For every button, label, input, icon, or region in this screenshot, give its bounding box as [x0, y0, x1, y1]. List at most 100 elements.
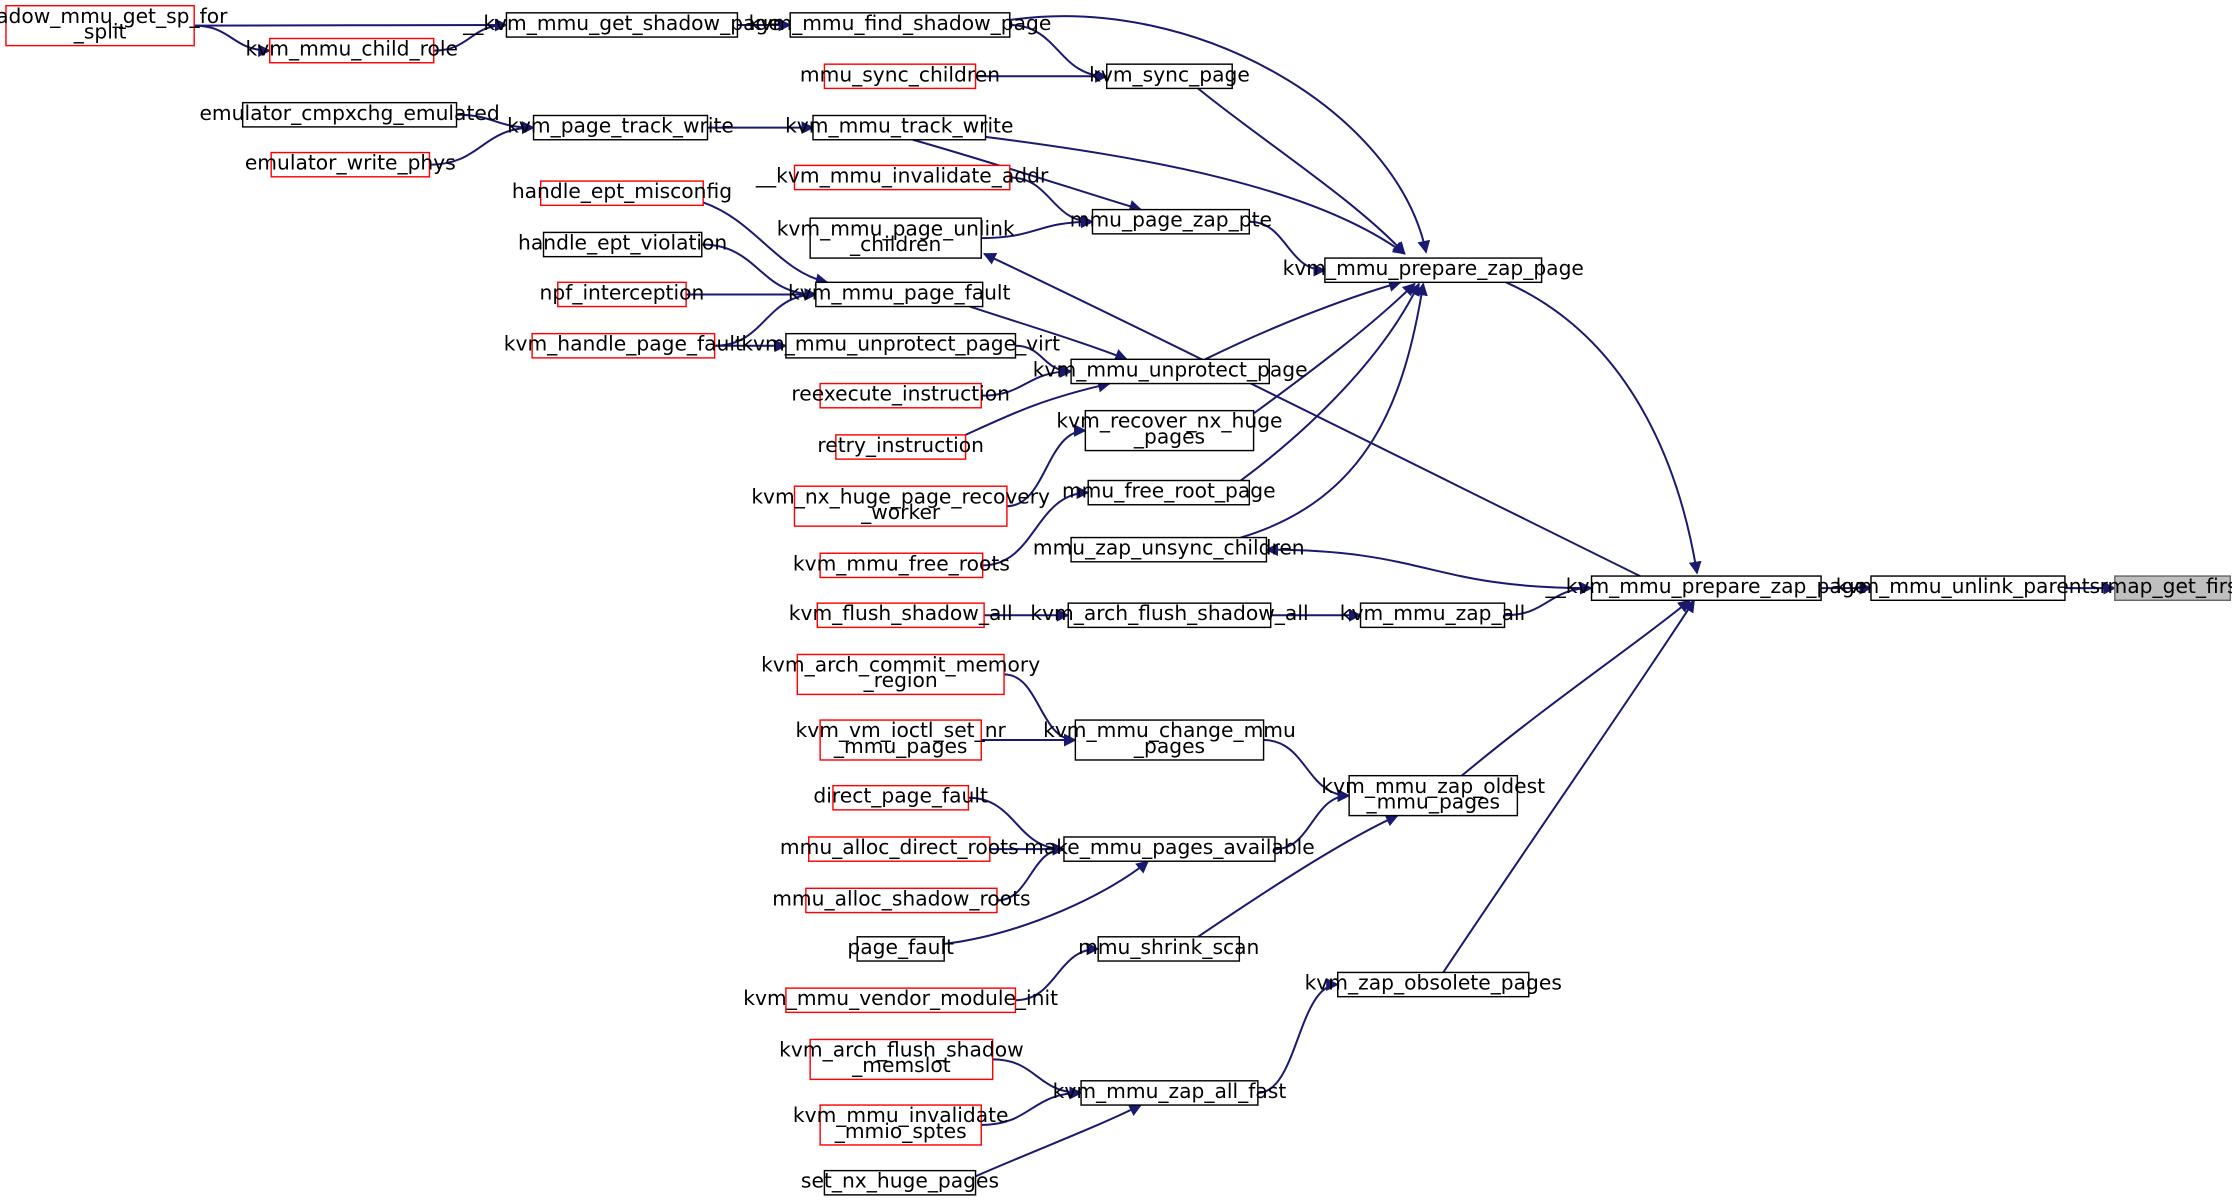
node-box-kvm_nx_huge_page_recovery_worker[interactable]	[793, 485, 1008, 527]
node-box-mmu_alloc_shadow_roots[interactable]	[805, 887, 998, 914]
node-kvm_mmu_child_role[interactable]: kvm_mmu_child_role	[246, 37, 458, 64]
node-make_mmu_pages_available[interactable]: make_mmu_pages_available	[1024, 835, 1315, 862]
node-kvm_mmu_unprotect_page_virt[interactable]: kvm_mmu_unprotect_page_virt	[741, 332, 1060, 359]
node-box-npf_interception[interactable]	[557, 281, 687, 308]
node-kvm_mmu_prepare_zap_page[interactable]: kvm_mmu_prepare_zap_page	[1283, 256, 1584, 284]
node-box-mmu_alloc_direct_roots[interactable]	[808, 836, 991, 862]
node-reexecute_instruction[interactable]: reexecute_instruction	[791, 382, 1010, 409]
node-box-mmu_page_zap_pte[interactable]	[1091, 208, 1251, 235]
node-kvm_mmu_vendor_module_init[interactable]: kvm_mmu_vendor_module_init	[743, 986, 1058, 1014]
node-retry_instruction[interactable]: retry_instruction	[817, 433, 984, 460]
node-box-kvm_mmu_page_fault[interactable]	[815, 281, 984, 308]
node-kvm_sync_page[interactable]: kvm_sync_page	[1089, 62, 1250, 90]
node-box-kvm_arch_commit_memory_region[interactable]	[796, 653, 1005, 696]
node-mmu_shrink_scan[interactable]: mmu_shrink_scan	[1078, 935, 1259, 962]
node-kvm_handle_page_fault[interactable]: kvm_handle_page_fault	[504, 332, 743, 359]
node-box-kvm_mmu_change_mmu_pages[interactable]	[1074, 719, 1265, 761]
node-box-mmu_zap_unsync_children[interactable]	[1070, 536, 1268, 563]
node-kvm_mmu_unlink_parents[interactable]: kvm_mmu_unlink_parents	[1836, 574, 2100, 601]
node-box-kvm_zap_obsolete_pages[interactable]	[1337, 971, 1530, 998]
node-kvm_page_track_write[interactable]: kvm_page_track_write	[507, 114, 734, 141]
node-mmu_sync_children[interactable]: mmu_sync_children	[800, 62, 1000, 90]
node-box-handle_ept_misconfig[interactable]	[539, 180, 704, 207]
node-kvm_flush_shadow_all[interactable]: kvm_flush_shadow_all	[789, 601, 1013, 629]
node-box-kvm_mmu_unprotect_page[interactable]	[1070, 358, 1270, 385]
node-npf_interception[interactable]: npf_interception	[540, 280, 705, 308]
node-emulator_write_phys[interactable]: emulator_write_phys	[245, 151, 456, 178]
node-box-shadow_mmu_get_sp_for_split[interactable]	[5, 4, 195, 47]
node-kvm_mmu_track_write[interactable]: kvm_mmu_track_write	[785, 114, 1013, 141]
node-box-kvm_mmu_zap_oldest_mmu_pages[interactable]	[1348, 774, 1519, 817]
node-kvm_arch_commit_memory_region[interactable]: kvm_arch_commit_memory_region	[761, 653, 1040, 696]
node-handle_ept_misconfig[interactable]: handle_ept_misconfig	[512, 179, 732, 207]
node-box-kvm_flush_shadow_all[interactable]	[816, 602, 985, 629]
node-direct_page_fault[interactable]: direct_page_fault	[813, 784, 988, 811]
node-box-direct_page_fault[interactable]	[832, 784, 970, 811]
node-box-mmu_shrink_scan[interactable]	[1097, 936, 1241, 962]
node-page_fault[interactable]: page_fault	[847, 935, 954, 962]
node-rmap_get_first[interactable]: rmap_get_first	[2100, 574, 2232, 601]
node-kvm_mmu_page_fault[interactable]: kvm_mmu_page_fault	[788, 280, 1011, 308]
node-kvm_arch_flush_shadow_all[interactable]: kvm_arch_flush_shadow_all	[1030, 601, 1309, 629]
node-box-mmu_free_root_page[interactable]	[1087, 479, 1251, 506]
node-box-kvm_mmu_find_shadow_page[interactable]	[789, 12, 1011, 38]
node-box-kvm_mmu_track_write[interactable]	[812, 114, 987, 141]
node-box-mmu_sync_children[interactable]	[823, 63, 977, 90]
node-box-__kvm_mmu_invalidate_addr[interactable]	[793, 164, 1011, 191]
node-box-page_fault[interactable]	[856, 936, 945, 962]
node-box-make_mmu_pages_available[interactable]	[1063, 836, 1276, 862]
node-box-kvm_page_track_write[interactable]	[532, 114, 709, 141]
node-mmu_alloc_shadow_roots[interactable]: mmu_alloc_shadow_roots	[772, 886, 1031, 914]
node-mmu_page_zap_pte[interactable]: mmu_page_zap_pte	[1070, 208, 1272, 235]
node-box-kvm_recover_nx_huge_pages[interactable]	[1084, 409, 1255, 452]
node-kvm_mmu_free_roots[interactable]: kvm_mmu_free_roots	[793, 551, 1010, 579]
node-emulator_cmpxchg_emulated[interactable]: emulator_cmpxchg_emulated	[199, 101, 500, 128]
node-mmu_free_root_page[interactable]: mmu_free_root_page	[1062, 479, 1276, 506]
node-box-kvm_mmu_page_unlink_children[interactable]	[809, 217, 982, 259]
node-box-kvm_mmu_zap_all[interactable]	[1359, 602, 1506, 629]
node-box-kvm_mmu_vendor_module_init[interactable]	[785, 987, 1017, 1014]
node-box-__kvm_mmu_get_shadow_page[interactable]	[505, 12, 739, 38]
node-kvm_mmu_unprotect_page[interactable]: kvm_mmu_unprotect_page	[1033, 357, 1308, 385]
node-box-emulator_write_phys[interactable]	[270, 151, 431, 178]
node-box-kvm_mmu_child_role[interactable]	[269, 37, 435, 64]
node-__kvm_mmu_prepare_zap_page[interactable]: __kvm_mmu_prepare_zap_page	[1545, 574, 1868, 601]
node-kvm_mmu_find_shadow_page[interactable]: kvm_mmu_find_shadow_page	[749, 11, 1052, 38]
node-__kvm_mmu_invalidate_addr[interactable]: __kvm_mmu_invalidate_addr	[755, 164, 1049, 191]
node-__kvm_mmu_get_shadow_page[interactable]: __kvm_mmu_get_shadow_page	[462, 11, 781, 38]
node-box-kvm_sync_page[interactable]	[1106, 63, 1233, 90]
node-box-kvm_mmu_free_roots[interactable]	[819, 552, 984, 579]
node-box-kvm_vm_ioctl_set_nr_mmu_pages[interactable]	[819, 719, 982, 761]
node-box-handle_ept_violation[interactable]	[542, 231, 703, 258]
node-kvm_mmu_zap_all_fast[interactable]: kvm_mmu_zap_all_fast	[1053, 1079, 1287, 1106]
node-box-reexecute_instruction[interactable]	[819, 382, 982, 409]
node-box-emulator_cmpxchg_emulated[interactable]	[241, 101, 458, 128]
node-shadow_mmu_get_sp_for_split[interactable]: shadow_mmu_get_sp_for_split	[0, 4, 228, 47]
node-box-kvm_mmu_unprotect_page_virt[interactable]	[785, 332, 1017, 359]
node-kvm_recover_nx_huge_pages[interactable]: kvm_recover_nx_huge_pages	[1056, 409, 1283, 452]
node-kvm_mmu_change_mmu_pages[interactable]: kvm_mmu_change_mmu_pages	[1043, 718, 1296, 761]
node-box-kvm_mmu_zap_all_fast[interactable]	[1080, 1080, 1259, 1106]
node-box-retry_instruction[interactable]	[835, 434, 967, 460]
node-box-kvm_mmu_prepare_zap_page[interactable]	[1324, 257, 1543, 284]
node-kvm_mmu_invalidate_mmio_sptes[interactable]: kvm_mmu_invalidate_mmio_sptes	[793, 1103, 1009, 1146]
node-kvm_arch_flush_shadow_memslot[interactable]: kvm_arch_flush_shadow_memslot	[779, 1038, 1024, 1081]
node-box-kvm_handle_page_fault[interactable]	[531, 332, 716, 359]
node-box-kvm_mmu_unlink_parents[interactable]	[1870, 575, 2066, 601]
node-handle_ept_violation[interactable]: handle_ept_violation	[518, 231, 727, 258]
node-kvm_mmu_zap_all[interactable]: kvm_mmu_zap_all	[1340, 601, 1526, 629]
node-box-__kvm_mmu_prepare_zap_page[interactable]	[1590, 575, 1822, 601]
node-box-kvm_arch_flush_shadow_all[interactable]	[1067, 602, 1272, 629]
node-box-kvm_mmu_invalidate_mmio_sptes[interactable]	[819, 1104, 982, 1146]
node-mmu_alloc_direct_roots[interactable]: mmu_alloc_direct_roots	[780, 835, 1019, 862]
node-kvm_zap_obsolete_pages[interactable]: kvm_zap_obsolete_pages	[1305, 971, 1562, 998]
node-kvm_nx_huge_page_recovery_worker[interactable]: kvm_nx_huge_page_recovery_worker	[751, 484, 1050, 527]
node-box-kvm_arch_flush_shadow_memslot[interactable]	[809, 1038, 994, 1081]
node-box-set_nx_huge_pages[interactable]	[823, 1169, 977, 1196]
node-mmu_zap_unsync_children[interactable]: mmu_zap_unsync_children	[1033, 536, 1305, 563]
node-kvm_vm_ioctl_set_nr_mmu_pages[interactable]: kvm_vm_ioctl_set_nr_mmu_pages	[796, 718, 1007, 761]
node-kvm_mmu_page_unlink_children[interactable]: kvm_mmu_page_unlink_children	[777, 216, 1015, 259]
node-set_nx_huge_pages[interactable]: set_nx_huge_pages	[801, 1169, 999, 1196]
node-box-rmap_get_first[interactable]	[2114, 575, 2232, 601]
node-kvm_mmu_zap_oldest_mmu_pages[interactable]: kvm_mmu_zap_oldest_mmu_pages	[1321, 774, 1545, 817]
